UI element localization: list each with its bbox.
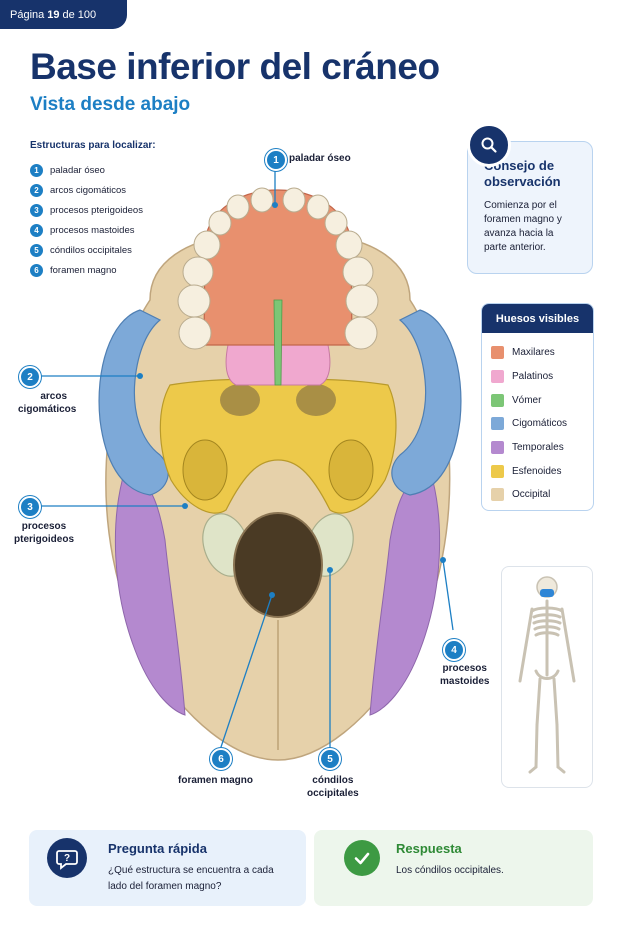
structures-list-title: Estructuras para localizar:	[30, 140, 156, 151]
legend-item: Occipital	[491, 483, 593, 507]
callout-1-marker: 1	[265, 149, 287, 171]
observation-tip-card: Consejo de observación Comienza por el f…	[467, 123, 593, 274]
list-number: 4	[30, 223, 43, 237]
skeleton-thumbnail	[501, 566, 593, 788]
page-prefix: Página	[10, 8, 45, 21]
callout-5-line2: occipitales	[307, 788, 359, 799]
callout-2-label: arcos cigomáticos	[18, 390, 76, 416]
answer-title: Respuesta	[396, 841, 462, 856]
list-item: 3 procesos pterigoideos	[30, 200, 143, 220]
list-number: 1	[30, 163, 43, 177]
list-item-label: cóndilos occipitales	[50, 244, 132, 256]
legend-swatch	[491, 488, 504, 502]
speech-bubble-question-icon: ?	[47, 838, 87, 878]
callout-3-marker: 3	[19, 496, 41, 518]
callout-3-line1: procesos	[21, 521, 67, 532]
page-title: Base inferior del cráneo	[30, 46, 440, 87]
callout-4-line2: mastoides	[440, 676, 490, 687]
list-item: 6 foramen magno	[30, 260, 143, 280]
legend-item: Cigomáticos	[491, 412, 593, 436]
list-item-label: foramen magno	[50, 264, 117, 276]
question-text: ¿Qué estructura se encuentra a cada lado…	[108, 865, 274, 892]
page-subtitle: Vista desde abajo	[30, 94, 191, 115]
callout-2-line2: cigomáticos	[18, 404, 77, 415]
legend-item: Vómer	[491, 388, 593, 412]
list-number: 3	[30, 203, 43, 217]
list-item-label: arcos cigomáticos	[50, 184, 127, 196]
skull-illustration	[30, 168, 462, 761]
list-item: 4 procesos mastoides	[30, 220, 143, 240]
callout-5-label: cóndilos occipitales	[307, 774, 359, 800]
teeth	[177, 187, 379, 350]
legend-label: Temporales	[512, 442, 564, 454]
callout-1-label: paladar óseo	[289, 153, 351, 164]
list-item: 5 cóndilos occipitales	[30, 240, 143, 260]
list-number: 6	[30, 263, 43, 277]
page-suffix: de 100	[62, 8, 97, 21]
callout-4-line1: procesos	[442, 663, 487, 674]
callout-6-marker: 6	[210, 748, 232, 770]
legend-title: Huesos visibles	[482, 304, 593, 333]
legend-label: Vómer	[512, 394, 542, 406]
list-number: 5	[30, 243, 43, 257]
search-icon	[467, 123, 511, 167]
svg-text:?: ?	[64, 853, 70, 864]
answer-card: Respuesta Los cóndilos occipitales.	[314, 830, 593, 906]
legend-swatch	[491, 393, 504, 407]
temporal-bone-right	[369, 469, 441, 716]
temporal-bone-left	[114, 469, 186, 716]
legend-item: Maxilares	[491, 341, 593, 365]
legend-item: Esfenoides	[491, 459, 593, 483]
list-item-label: procesos mastoides	[50, 224, 135, 236]
quick-question-card: ? Pregunta rápida ¿Qué estructura se enc…	[29, 830, 306, 906]
foramen-magnum	[233, 512, 323, 618]
legend-swatch	[491, 441, 504, 455]
list-item: 1 paladar óseo	[30, 160, 143, 180]
skeleton-figure	[518, 576, 576, 774]
legend-swatch	[491, 370, 504, 384]
callout-2-line1: arcos	[40, 391, 68, 402]
callout-3-line2: pterigoideos	[14, 534, 75, 545]
list-item-label: procesos pterigoideos	[50, 204, 143, 216]
question-title: Pregunta rápida	[108, 841, 207, 856]
vomer-bone	[273, 299, 283, 386]
legend-item: Temporales	[491, 436, 593, 460]
callout-6-label: foramen magno	[178, 775, 254, 786]
callout-4-marker: 4	[443, 639, 465, 661]
page-number: 19	[47, 8, 60, 21]
legend-label: Palatinos	[512, 371, 554, 383]
tip-text: Comienza por el foramen magno y avanza h…	[484, 200, 562, 253]
callout-5-line1: cóndilos	[312, 775, 354, 786]
zygomatic-arch-left	[98, 309, 169, 496]
legend-label: Maxilares	[512, 347, 555, 359]
legend-label: Occipital	[512, 489, 551, 501]
legend-label: Cigomáticos	[512, 418, 568, 430]
list-item: 2 arcos cigomáticos	[30, 180, 143, 200]
legend-swatch	[491, 464, 504, 478]
structures-list: 1 paladar óseo 2 arcos cigomáticos 3 proces…	[30, 160, 143, 280]
check-icon	[344, 840, 380, 876]
callout-4-label: procesos mastoides	[440, 662, 489, 688]
page-indicator: Página 19 de 100	[0, 0, 127, 29]
zygomatic-arch-right	[391, 309, 462, 496]
list-item-label: paladar óseo	[50, 164, 105, 176]
callout-2-marker: 2	[19, 366, 41, 388]
legend-item: Palatinos	[491, 365, 593, 389]
legend-swatch	[491, 346, 504, 360]
callout-3-label: procesos pterigoideos	[14, 520, 74, 546]
callout-5-marker: 5	[319, 748, 341, 770]
legend-label: Esfenoides	[512, 465, 562, 477]
visible-bones-legend: Huesos visibles Maxilares Palatinos Vóme…	[481, 303, 594, 511]
legend-swatch	[491, 417, 504, 431]
list-number: 2	[30, 183, 43, 197]
answer-text: Los cóndilos occipitales.	[396, 865, 504, 876]
